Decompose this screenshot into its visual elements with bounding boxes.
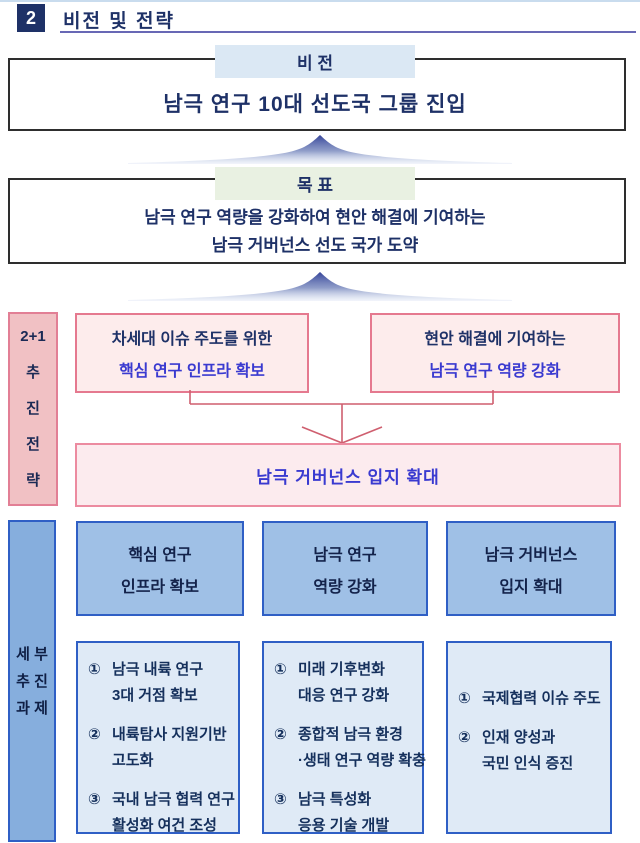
section-number-badge: 2: [17, 4, 45, 32]
item-number: ③: [88, 791, 101, 808]
item-number: ①: [274, 661, 287, 678]
item-line: 남극 특성화: [298, 791, 372, 808]
strategy-sidebar-line: 진: [26, 400, 40, 417]
converging-arrow-connector: [189, 390, 494, 444]
item-line: 내륙탐사 지원기반: [112, 726, 227, 743]
item-line: 고도화: [112, 752, 154, 769]
task-header-line: 역량 강화: [313, 578, 377, 596]
item-line: 국내 남극 협력 연구: [112, 791, 235, 808]
goal-text-line: 남극 연구 역량을 강화하여 현안 해결에 기여하는: [144, 208, 486, 227]
item-number: ②: [88, 726, 101, 743]
item-line: 남극 내륙 연구: [112, 661, 204, 678]
goal-text-line: 남극 거버넌스 선도 국가 도약: [211, 236, 419, 255]
task-header-line: 인프라 확보: [120, 578, 200, 596]
task-header-governance: 남극 거버넌스 입지 확대: [446, 521, 616, 616]
item-line: ·생태 연구 역량 확충: [298, 752, 426, 769]
strategy-box-infra: 차세대 이슈 주도를 위한 핵심 연구 인프라 확보: [75, 313, 309, 393]
item-line: 활성화 여건 조성: [112, 817, 217, 834]
item-number: ①: [88, 661, 101, 678]
task-item: ③ 남극 특성화 응용 기술 개발: [274, 787, 416, 839]
item-line: 미래 기후변화: [298, 661, 385, 678]
task-item: ② 종합적 남극 환경 ·생태 연구 역량 확충: [274, 722, 426, 774]
strategy-sidebar: 2+1 추 진 전 략: [8, 312, 58, 506]
item-number: ①: [458, 689, 471, 707]
item-line: 종합적 남극 환경: [298, 726, 403, 743]
tasks-sidebar-line: 세 부: [16, 645, 48, 663]
strategy-sidebar-line: 추: [26, 364, 40, 381]
task-item: ③ 국내 남극 협력 연구 활성화 여건 조성: [88, 787, 235, 839]
strategy-sidebar-line: 략: [26, 472, 40, 489]
vision-label: 비 전: [215, 45, 415, 78]
task-detail-infra: ① 남극 내륙 연구 3대 거점 확보 ② 내륙탐사 지원기반 고도화 ③ 국내…: [76, 641, 240, 834]
item-line: 응용 기술 개발: [298, 817, 390, 834]
item-number: ③: [274, 791, 287, 808]
task-detail-governance: ① 국제협력 이슈 주도 ② 인재 양성과 국민 인식 증진: [446, 641, 612, 834]
strategy-box-line: 남극 연구 역량 강화: [429, 363, 561, 380]
item-line: 인재 양성과: [482, 728, 556, 746]
task-item: ① 남극 내륙 연구 3대 거점 확보: [88, 657, 232, 709]
item-line: 대응 연구 강화: [298, 687, 390, 704]
strategy-sidebar-line: 전: [26, 436, 40, 453]
task-item: ② 인재 양성과 국민 인식 증진: [458, 725, 604, 777]
task-header-capability: 남극 연구 역량 강화: [262, 521, 428, 616]
strategy-box-line: 핵심 연구 인프라 확보: [119, 363, 265, 380]
item-number: ②: [458, 728, 471, 746]
task-detail-capability: ① 미래 기후변화 대응 연구 강화 ② 종합적 남극 환경 ·생태 연구 역량…: [262, 641, 426, 834]
tasks-sidebar-line: 추 진: [16, 672, 48, 690]
strategy-box-capability: 현안 해결에 기여하는 남극 연구 역량 강화: [370, 313, 620, 393]
item-line: 국제협력 이슈 주도: [482, 689, 601, 707]
item-number: ②: [274, 726, 287, 743]
strategy-result-box: 남극 거버넌스 입지 확대: [75, 443, 621, 507]
strategy-sidebar-line: 2+1: [20, 328, 46, 345]
page-title: 비전 및 전략: [63, 11, 175, 32]
item-line: 3대 거점 확보: [112, 687, 198, 704]
top-rule: [0, 0, 640, 2]
task-header-infra: 핵심 연구 인프라 확보: [76, 521, 244, 616]
down-arrow-shape: [128, 135, 512, 164]
task-header-line: 입지 확대: [499, 578, 563, 596]
tasks-sidebar: 세 부 추 진 과 제: [8, 520, 56, 842]
task-header-line: 핵심 연구: [128, 546, 192, 564]
vision-text: 남극 연구 10대 선도국 그룹 진입: [163, 93, 467, 116]
task-item: ① 미래 기후변화 대응 연구 강화: [274, 657, 416, 709]
task-item: ① 국제협력 이슈 주도: [458, 686, 604, 712]
strategy-box-line: 현안 해결에 기여하는: [424, 331, 566, 348]
task-item: ② 내륙탐사 지원기반 고도화: [88, 722, 232, 774]
tasks-sidebar-line: 과 제: [16, 699, 48, 717]
strategy-box-line: 차세대 이슈 주도를 위한: [111, 331, 273, 348]
item-line: 국민 인식 증진: [482, 754, 574, 772]
goal-label: 목 표: [215, 167, 415, 200]
task-header-line: 남극 연구: [313, 546, 377, 564]
down-arrow-shape: [128, 272, 512, 301]
task-header-line: 남극 거버넌스: [484, 546, 578, 564]
title-underline: [60, 31, 636, 33]
